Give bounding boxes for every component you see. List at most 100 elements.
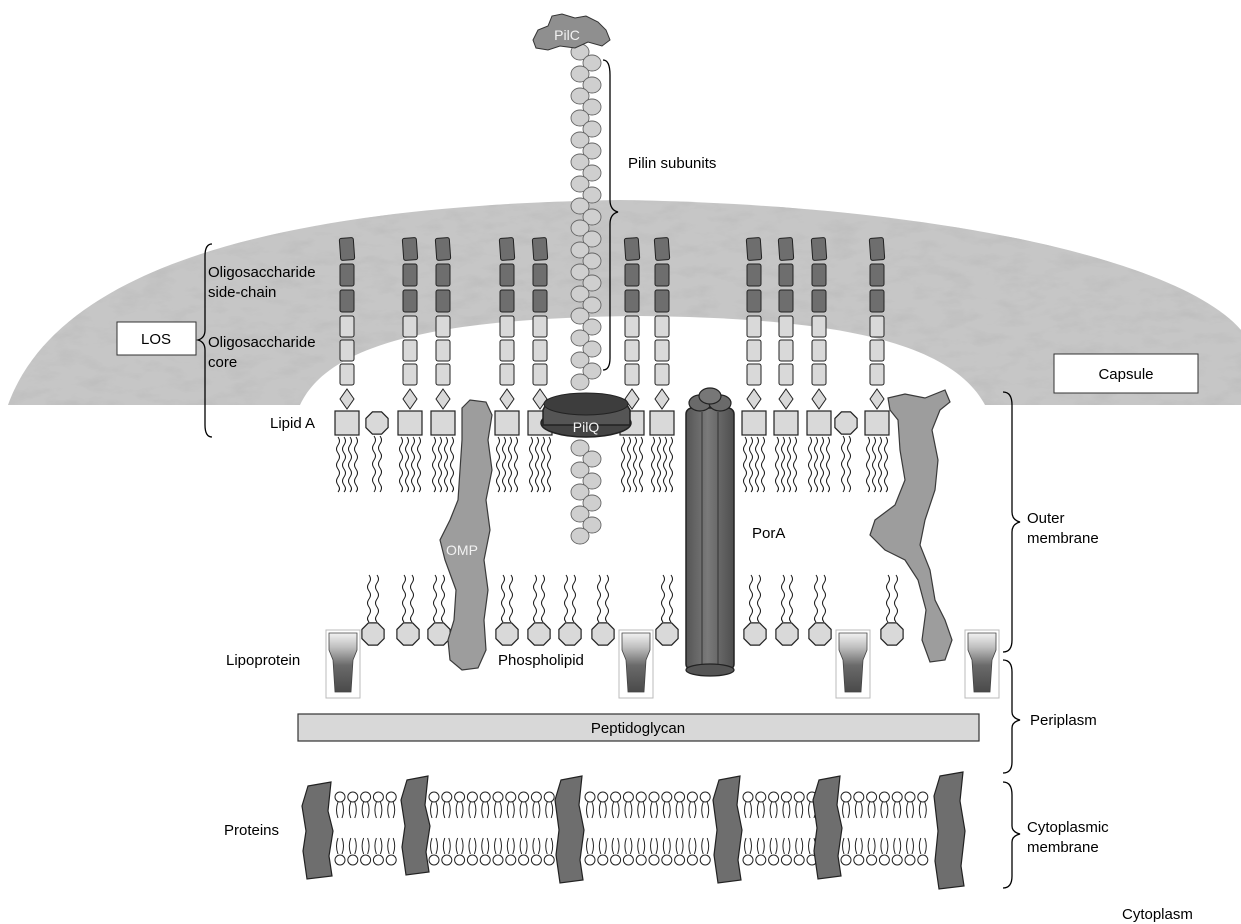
membrane-lipid-head	[531, 792, 541, 802]
membrane-lipid-head	[531, 855, 541, 865]
oligosaccharide-side-chain-block	[812, 264, 826, 286]
oligosaccharide-side-chain-block	[747, 290, 761, 312]
membrane-lipid-tail	[533, 838, 540, 854]
peptidoglycan-label: Peptidoglycan	[591, 720, 685, 737]
membrane-lipid-tail	[612, 838, 619, 854]
lipid-a-tail	[530, 437, 533, 492]
phospholipid-tail	[403, 575, 406, 622]
membrane-lipid-tail	[431, 838, 438, 854]
membrane-protein	[401, 776, 430, 875]
membrane-lipid-head	[841, 792, 851, 802]
lipoprotein-body	[329, 633, 357, 692]
lipid-a-tail	[548, 437, 551, 492]
lipid-a-tail	[782, 437, 785, 492]
phospholipid-head	[776, 623, 798, 645]
oligosaccharide-side-chain-block	[811, 238, 827, 261]
lipid-a-tail	[879, 437, 882, 492]
cytoplasmic-membrane-brace	[1003, 782, 1020, 888]
lipid-a-tail	[762, 437, 765, 492]
membrane-lipid-tail	[881, 838, 888, 854]
membrane-lipid-tail	[881, 802, 888, 818]
phospholipid-head	[528, 623, 550, 645]
membrane-lipid-tail	[745, 802, 752, 818]
lipid-a-tail	[418, 437, 421, 492]
phospholipid-tail	[895, 575, 898, 622]
lipid-a-head	[650, 411, 674, 435]
membrane-lipid-tail	[689, 802, 696, 818]
membrane-lipid-head	[467, 855, 477, 865]
membrane-lipid-head	[918, 855, 928, 865]
membrane-lipid-head	[756, 792, 766, 802]
lipid-a-tail	[873, 437, 876, 492]
membrane-lipid-tail	[599, 838, 606, 854]
omp-label: OMP	[446, 542, 478, 558]
phospholipid-tail	[782, 575, 785, 622]
oligosaccharide-core-block	[625, 340, 639, 361]
membrane-lipid-head	[687, 792, 697, 802]
phospholipid-tail	[823, 575, 826, 622]
membrane-lipid-head	[743, 792, 753, 802]
phospholipid-head	[496, 623, 518, 645]
oligosaccharide-core-block	[655, 340, 669, 361]
lipid-a-label: Lipid A	[270, 415, 315, 432]
oligosaccharide-side-chain-block	[436, 264, 450, 286]
oligosaccharide-core-block	[340, 364, 354, 385]
lipid-a-tail	[640, 437, 643, 492]
phospholipid-tail	[542, 575, 545, 622]
outer-leaflet-phospholipid-tail	[842, 436, 845, 492]
oligosaccharide-side-chain-block	[403, 264, 417, 286]
oligosaccharide-core-block	[533, 364, 547, 385]
oligosaccharide-core-block	[436, 316, 450, 337]
lipoprotein-label: Lipoprotein	[226, 652, 300, 669]
membrane-lipid-tail	[469, 838, 476, 854]
membrane-protein	[302, 782, 333, 879]
membrane-lipid-head	[348, 792, 358, 802]
membrane-lipid-tail	[868, 838, 875, 854]
oligosaccharide-core-block	[403, 316, 417, 337]
lipid-a-tail	[821, 437, 824, 492]
lipid-a-tail	[355, 437, 358, 492]
membrane-lipid-head	[892, 792, 902, 802]
membrane-lipid-head	[756, 855, 766, 865]
phospholipid-head	[744, 623, 766, 645]
oligosaccharide-core-block	[340, 316, 354, 337]
outer-membrane-brace	[1003, 392, 1020, 652]
lipid-a-tail	[400, 437, 403, 492]
membrane-lipid-tail	[587, 802, 594, 818]
oligosaccharide-side-chain-block	[779, 290, 793, 312]
lipid-a-tail	[788, 437, 791, 492]
lipid-a-tail	[433, 437, 436, 492]
phospholipid-tail	[758, 575, 761, 622]
phospholipid-head	[592, 623, 614, 645]
oligosaccharide-side-chain-block	[870, 290, 884, 312]
phospholipid-tail	[606, 575, 609, 622]
membrane-lipid-tail	[507, 838, 514, 854]
membrane-lipid-head	[335, 855, 345, 865]
lipid-a-tail	[509, 437, 512, 492]
phospholipid-tail	[376, 575, 379, 622]
phospholipid-tail	[442, 575, 445, 622]
oligosaccharide-side-chain-block	[779, 264, 793, 286]
outer-leaflet-phospholipid-tail	[848, 436, 851, 492]
membrane-lipid-head	[623, 792, 633, 802]
membrane-lipid-tail	[546, 802, 553, 818]
membrane-lipid-head	[480, 792, 490, 802]
membrane-lipid-head	[794, 792, 804, 802]
phospholipid-label: Phospholipid	[498, 652, 584, 669]
pilq-label: PilQ	[573, 419, 600, 435]
membrane-lipid-tail	[599, 802, 606, 818]
membrane-lipid-tail	[337, 802, 344, 818]
membrane-lipid-tail	[638, 838, 645, 854]
outer-leaflet-phospholipid-tail	[379, 436, 382, 492]
oligosaccharide-core-block	[870, 340, 884, 361]
membrane-lipid-tail	[337, 838, 344, 854]
lipid-a-tail	[439, 437, 442, 492]
lipoprotein-body	[968, 633, 996, 692]
membrane-lipid-head	[879, 855, 889, 865]
membrane-lipid-tail	[375, 838, 382, 854]
membrane-lipid-head	[854, 792, 864, 802]
membrane-lipid-head	[348, 855, 358, 865]
lipid-a-tail	[349, 437, 352, 492]
lipid-a-tail	[809, 437, 812, 492]
